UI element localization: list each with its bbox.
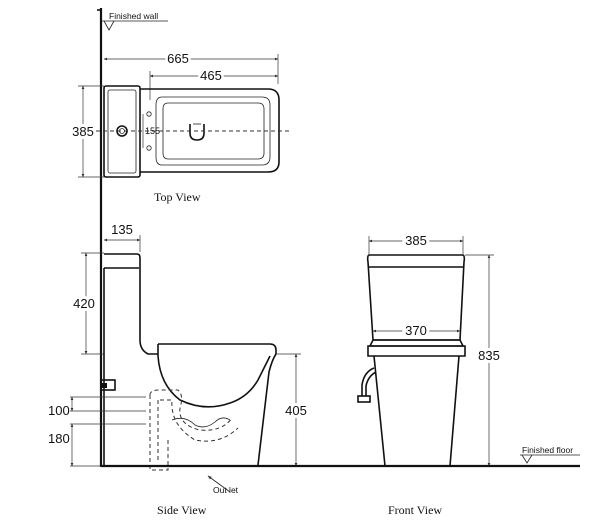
dim-665: 665 — [167, 51, 189, 66]
dim-420: 420 — [73, 296, 95, 311]
top-view-caption: Top View — [154, 190, 201, 204]
front-view-caption: Front View — [388, 503, 442, 517]
side-view-caption: Side View — [157, 503, 207, 517]
front-view: 385 370 835 Front View — [357, 230, 503, 517]
finished-wall-label: Finished wall — [109, 11, 158, 21]
dim-385-top: 385 — [72, 124, 94, 139]
finished-floor: Finished floor — [101, 445, 580, 468]
top-view: 665 465 385 155 Top View — [69, 49, 290, 204]
finished-floor-label: Finished floor — [522, 445, 573, 455]
dim-405: 405 — [285, 403, 307, 418]
dim-100: 100 — [48, 403, 70, 418]
dim-385-front: 385 — [405, 233, 427, 248]
side-view: 135 420 100 180 — [48, 222, 310, 517]
dim-135: 135 — [111, 222, 133, 237]
dim-370: 370 — [405, 323, 427, 338]
outlet-label: Out let — [213, 485, 239, 495]
dim-180: 180 — [48, 431, 70, 446]
dim-465: 465 — [200, 68, 222, 83]
dim-835: 835 — [478, 348, 500, 363]
finished-wall: Finished wall — [97, 8, 168, 467]
